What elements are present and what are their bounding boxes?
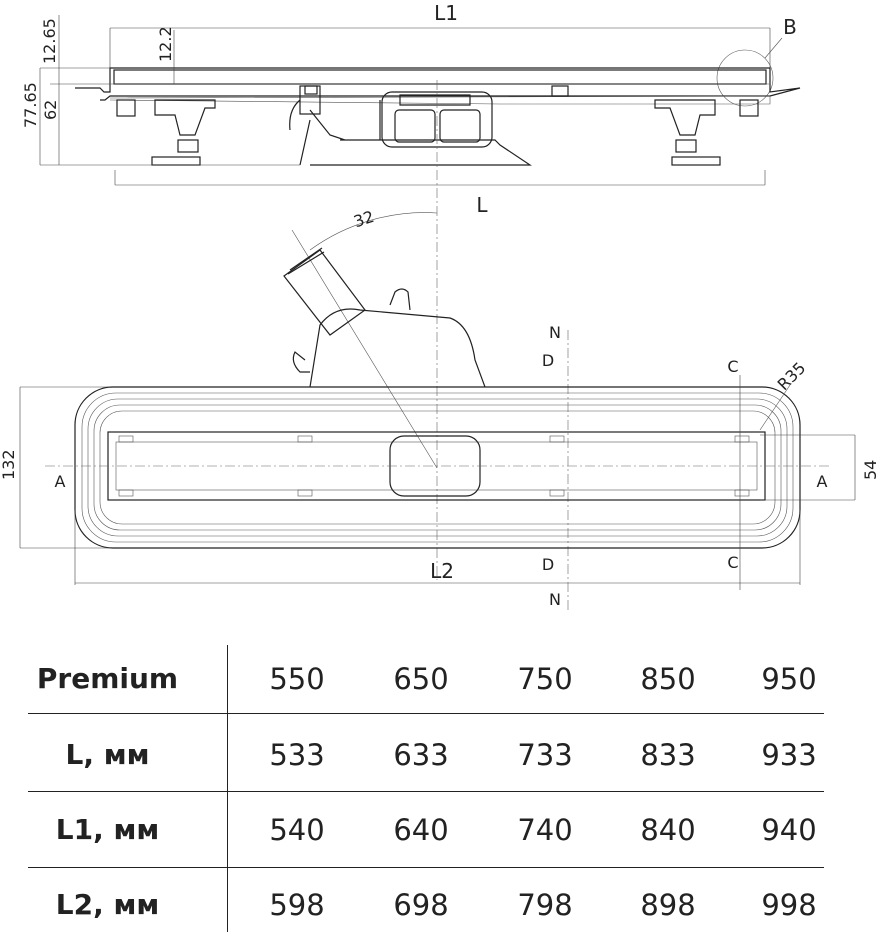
section-C-top-label: C (727, 357, 738, 376)
technical-drawing: L1 B (0, 1, 877, 610)
dim-12-2-label: 12.2 (156, 26, 175, 62)
section-D-bottom-label: D (542, 555, 554, 574)
table-row: L, мм 533 633 733 833 933 (0, 717, 877, 793)
cell: 533 (269, 738, 325, 772)
section-N-bottom-label: N (549, 590, 561, 609)
dim-12-65-label: 12.65 (40, 18, 59, 64)
table-divider (227, 645, 228, 932)
dim-77-65-label: 77.65 (21, 82, 40, 128)
cell: 933 (761, 738, 817, 772)
row-divider (28, 791, 824, 792)
cell: 633 (393, 738, 449, 772)
cell: 650 (393, 662, 449, 696)
cell: 740 (517, 813, 573, 847)
cell: 550 (269, 662, 325, 696)
section-C-bottom-label: C (727, 553, 738, 572)
dim-54-label: 54 (861, 460, 877, 480)
table-row: Premium 550 650 750 850 950 (0, 641, 877, 717)
radius-R35-label: R35 (774, 358, 810, 394)
section-N-top-label: N (549, 323, 561, 342)
row-label: Premium (36, 662, 179, 695)
side-view: L1 B (21, 1, 801, 217)
cell: 750 (517, 662, 573, 696)
table-row: L1, мм 540 640 740 840 940 (0, 792, 877, 868)
cell: 850 (640, 662, 696, 696)
table-row: L2, мм 598 698 798 898 998 (0, 867, 877, 943)
cell: 998 (761, 888, 817, 922)
row-label: L1, мм (55, 813, 160, 846)
dim-L1-label: L1 (434, 1, 458, 25)
section-A-right-label: A (817, 472, 828, 491)
dim-62-label: 62 (41, 100, 60, 120)
row-label: L2, мм (55, 888, 160, 921)
section-D-top-label: D (542, 351, 554, 370)
dim-L2-label: L2 (430, 559, 454, 583)
cell: 833 (640, 738, 696, 772)
cell: 733 (517, 738, 573, 772)
cell: 940 (761, 813, 817, 847)
cell: 898 (640, 888, 696, 922)
cell: 640 (393, 813, 449, 847)
cell: 540 (269, 813, 325, 847)
detail-B-label: B (783, 15, 797, 39)
section-A-left-label: A (55, 472, 66, 491)
cell: 950 (761, 662, 817, 696)
dim-L-label: L (476, 193, 488, 217)
row-divider (28, 713, 824, 714)
cell: 840 (640, 813, 696, 847)
row-divider (28, 867, 824, 868)
cell: 798 (517, 888, 573, 922)
cell: 598 (269, 888, 325, 922)
plan-view: 32 132 54 (0, 80, 877, 610)
spec-table: Premium 550 650 750 850 950 L, мм 533 63… (0, 645, 877, 932)
row-label: L, мм (65, 738, 150, 771)
dim-132-label: 132 (0, 449, 18, 480)
angle-32-label: 32 (351, 207, 376, 231)
cell: 698 (393, 888, 449, 922)
